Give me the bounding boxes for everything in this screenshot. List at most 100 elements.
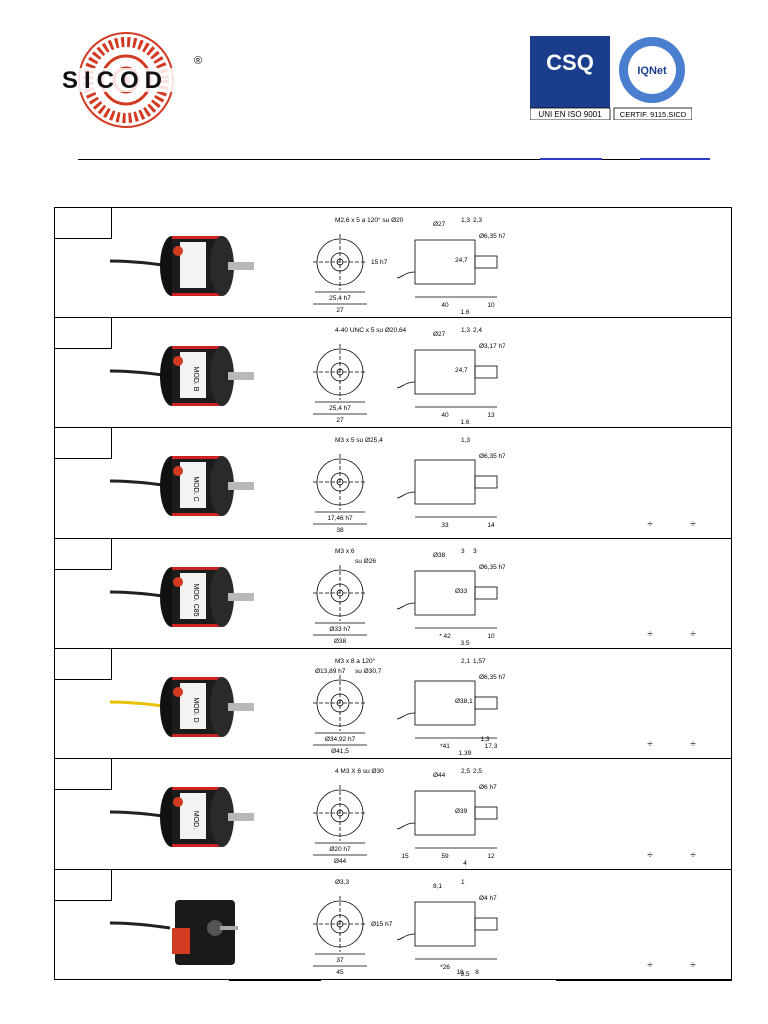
dimension-label: 25,4 h7: [329, 295, 351, 302]
dimension-label: 13: [487, 412, 495, 419]
cert-number: CERTIF. 9115.SICD: [620, 110, 687, 119]
dimension-label: 1,57: [473, 658, 486, 665]
dimension-label: 40: [441, 412, 449, 419]
encoder-photo: [109, 216, 260, 311]
row-index-tab: [55, 428, 112, 459]
certification-badges: CSQ UNI EN ISO 9001 IQNet CERTIF. 9115.S…: [529, 36, 693, 121]
dimension-label: Ø20 h7: [329, 846, 351, 853]
division-mark: ÷: [690, 629, 696, 640]
iqnet-label: IQNet: [637, 65, 667, 77]
iqnet-seal: IQNet: [619, 37, 685, 103]
dimension-label: M3 x 8 a 120°: [335, 657, 376, 665]
dimension-label: 25,4 h7: [329, 405, 351, 412]
dimension-label: 1,39: [459, 750, 472, 755]
dimension-label: su Ø26: [355, 558, 376, 565]
dimension-label: 14: [487, 522, 495, 529]
link-underline-1[interactable]: [540, 158, 602, 160]
row-index-tab: [55, 870, 112, 901]
dimension-label: 59: [441, 853, 449, 860]
dimension-label: Ø34,92 h7: [325, 736, 356, 743]
logo-text: SICOD: [62, 67, 168, 94]
footer-line-left: [229, 980, 321, 981]
dimension-label: 8: [475, 969, 479, 976]
dimension-label: 1,3: [461, 217, 470, 224]
dimension-label: Ø33: [455, 588, 468, 595]
dimension-label: 37: [336, 957, 344, 964]
encoder-photo: MOD. C85: [109, 547, 260, 642]
dimension-label: 3: [461, 548, 465, 555]
division-mark: ÷: [647, 519, 653, 530]
dimension-label: 4: [463, 860, 467, 865]
dimension-label: 18: [456, 969, 464, 976]
dimension-label: 17,46 h7: [327, 515, 353, 522]
dimension-label: 1,3: [461, 437, 470, 444]
dimension-label: M3 x 5 su Ø25,4: [335, 437, 383, 444]
dimension-label: Ø3,17 h7: [479, 343, 505, 350]
dimension-label: 38: [336, 527, 344, 534]
dimension-label: Ø6,35 h7: [479, 233, 505, 240]
encoder-photo: MOD. C: [109, 436, 260, 531]
sicod-logo: SICOD ®: [56, 28, 212, 132]
dimension-label: 27: [336, 417, 344, 424]
division-mark: ÷: [647, 960, 653, 971]
dimension-label: 1,3: [461, 327, 470, 334]
dimension-label: 8,1: [433, 883, 442, 890]
dimension-label: 15 h7: [371, 259, 388, 266]
encoder-photo: MOD. B: [109, 326, 260, 421]
dimension-label: 1,6: [460, 419, 469, 424]
dimension-label: Ø39: [455, 808, 468, 815]
encoder-photo: MOD. D: [109, 657, 260, 752]
encoder-photo: MOD.: [109, 767, 260, 862]
division-mark: ÷: [690, 739, 696, 750]
dimension-label: Ø38: [433, 552, 446, 559]
dimension-label: 2,5: [473, 768, 482, 775]
model-label: MOD. B: [192, 367, 199, 392]
dimension-label: Ø41,5: [331, 748, 349, 755]
dimension-label: 40: [441, 302, 449, 309]
dimension-label: 45: [336, 969, 344, 976]
csq-badge: [530, 36, 610, 108]
model-label: MOD. C: [192, 476, 199, 501]
dimension-label: 1,6: [460, 309, 469, 314]
dimension-label: Ø6 h7: [479, 784, 497, 791]
dimension-label: 27: [336, 307, 344, 314]
dimension-label: 1: [461, 879, 465, 886]
dimension-label: Ø27: [433, 331, 446, 338]
registered-mark: ®: [194, 55, 202, 67]
dimension-label: 2,5: [461, 768, 470, 775]
dimension-label: Ø6,35 h7: [479, 564, 505, 571]
dimension-label: Ø4 h7: [479, 895, 497, 902]
dimension-label: 4 M3 X 6 su Ø30: [335, 768, 384, 775]
link-underline-2[interactable]: [640, 158, 710, 160]
row-index-tab: [55, 649, 112, 680]
dimension-label: su Ø30,7: [355, 668, 382, 675]
row-index-tab: [55, 759, 112, 790]
dimension-label: * 42: [439, 633, 451, 640]
dimension-label: 24,7: [455, 367, 468, 374]
dimension-label: Ø6,35 h7: [479, 674, 505, 681]
dimension-label: 3: [473, 548, 477, 555]
dimension-label: M2,6 x 5 a 120° su Ø20: [335, 216, 404, 224]
model-label: MOD. C85: [192, 583, 199, 616]
encoder-photo: [109, 878, 260, 973]
dimension-label: Ø6,35 h7: [479, 453, 505, 460]
model-label: MOD. D: [192, 697, 199, 722]
dimension-label: Ø13,89 h7: [315, 668, 346, 675]
division-mark: ÷: [690, 960, 696, 971]
dimension-label: 12: [487, 853, 495, 860]
row-index-tab: [55, 539, 112, 570]
division-mark: ÷: [690, 519, 696, 530]
dimension-label: 2,1: [461, 658, 470, 665]
